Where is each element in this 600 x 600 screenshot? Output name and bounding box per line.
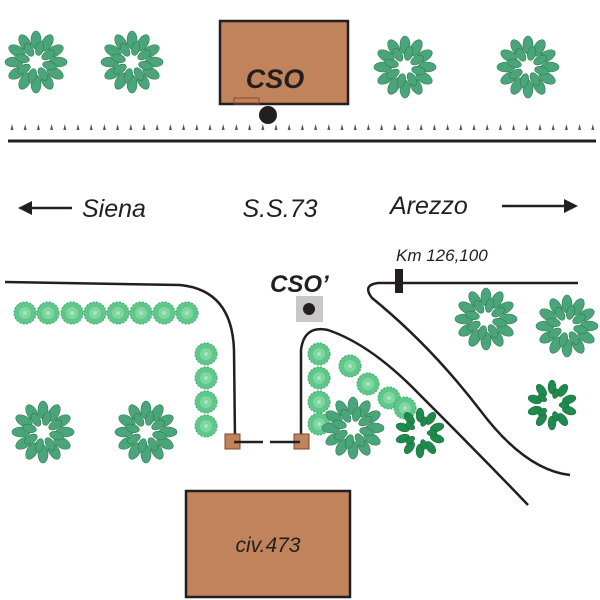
fence-line [10,124,595,130]
building-cso: CSO [218,19,350,106]
fence-tick [195,124,199,130]
road-name: S.S.73 [242,195,317,223]
fence-tick [274,124,278,130]
ramp-edge [366,281,578,477]
direction-east: Arezzo [388,192,578,220]
fence-tick [578,124,582,130]
tree-icon [114,400,178,464]
cso-prime-label: CSO’ [270,271,329,298]
tree-icon [321,396,385,460]
fence-tick [314,124,318,130]
km-marker-label: Km 126,100 [396,246,488,265]
fence-tick [182,124,186,130]
fence-tick [340,124,344,130]
fence-tick [50,124,54,130]
fence-tick [564,124,568,130]
fence-tick [102,124,106,130]
fence-tick [208,124,212,130]
cso-prime-point-marker [303,303,315,315]
fence-tick [538,124,542,130]
side-road-edge [299,327,529,506]
fence-tick [472,124,476,130]
fence-tick [36,124,40,130]
fence-tick [406,124,410,130]
fence-tick [380,124,384,130]
fence-tick [366,124,370,130]
tree-icon [454,287,518,351]
fence-tick [393,124,397,130]
fence-tick [512,124,516,130]
destination-siena: Siena [82,195,146,223]
destination-arezzo: Arezzo [388,192,468,220]
fence-tick [327,124,331,130]
fence-tick [10,124,14,130]
building-civ473-label: civ.473 [236,534,301,557]
fence-tick [89,124,93,130]
fence-tick [591,124,595,130]
tree-icon [373,35,437,99]
fence-tick [525,124,529,130]
fence-tick [419,124,423,130]
fence-tick [142,124,146,130]
direction-west: Siena [18,195,146,223]
arrow-left-icon [18,201,32,215]
tree-icon [535,294,599,358]
fence-tick [485,124,489,130]
km-marker-post [395,269,403,293]
fence-tick [129,124,133,130]
fence-tick [23,124,27,130]
fence-tick [498,124,502,130]
fence-tick [287,124,291,130]
fence-tick [155,124,159,130]
fence-tick [353,124,357,130]
building-civ473: civ.473 [184,489,352,599]
fence-tick [432,124,436,130]
tree-icon [496,35,560,99]
fence-tick [76,124,80,130]
cso-point-marker [259,106,277,124]
tree-icon [11,400,75,464]
arrow-right-icon [564,199,578,213]
tree-icon [100,30,164,94]
fence-tick [551,124,555,130]
road-edge-south-west [4,280,237,441]
tree-icon [4,30,68,94]
tree-dark-icon [526,379,578,431]
fence-tick [168,124,172,130]
fence-tick [221,124,225,130]
fence-tick [446,124,450,130]
fence-tick [248,124,252,130]
fence-tick [116,124,120,130]
fence-tick [459,124,463,130]
building-cso-label: CSO [246,64,305,94]
fence-tick [261,124,265,130]
fence-tick [63,124,67,130]
fence-tick [234,124,238,130]
fence-tick [300,124,304,130]
